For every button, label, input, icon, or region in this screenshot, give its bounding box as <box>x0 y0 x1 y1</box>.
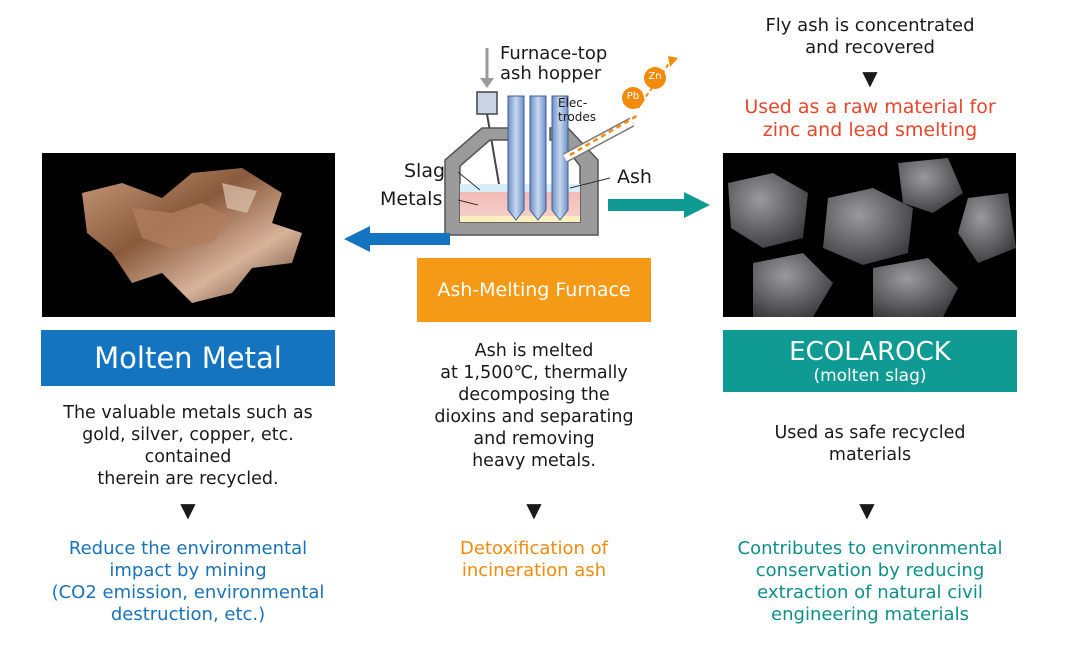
right-result-line: conservation by reducing <box>755 560 985 581</box>
electrodes-label-line2: trodes <box>558 110 596 124</box>
zn-ball <box>644 67 666 89</box>
left-desc-line: gold, silver, copper, etc. <box>82 425 294 445</box>
left-result-line: Reduce the environmental <box>68 538 308 559</box>
right-description: Used as safe recycled materials <box>710 422 1030 466</box>
right-desc-line: Used as safe recycled <box>774 423 966 443</box>
right-result-line: engineering materials <box>771 604 969 625</box>
center-desc-line: Ash is melted <box>474 341 594 361</box>
slag-label: Slag <box>404 160 446 182</box>
electrodes <box>507 95 569 221</box>
right-arrow-icon <box>608 192 710 218</box>
electrodes-label-line1: Elec- <box>558 96 588 110</box>
left-description: The valuable metals such as gold, silver… <box>28 402 348 490</box>
pb-label: Pb <box>626 91 640 102</box>
center-desc-line: heavy metals. <box>472 451 596 471</box>
ecolarock-photo <box>723 153 1016 317</box>
down-triangle-icon: ▼ <box>526 498 542 522</box>
down-triangle-icon: ▼ <box>180 498 196 522</box>
smelting-use-line2: zinc and lead smelting <box>762 119 978 141</box>
left-desc-line: therein are recycled. <box>97 469 279 489</box>
ecolarock-title: ECOLAROCK <box>789 337 951 367</box>
left-result-line: destruction, etc.) <box>110 604 266 625</box>
metal-bottom <box>460 216 580 222</box>
center-desc-line: at 1,500℃, thermally <box>440 363 628 383</box>
ash-label: Ash <box>617 166 652 188</box>
furnace-diagram <box>444 48 678 236</box>
ash-hopper <box>476 91 498 115</box>
left-result-line: impact by mining <box>109 560 267 581</box>
fly-ash-caption: Fly ash is concentrated and recovered <box>720 15 1020 59</box>
ecolarock-banner: ECOLAROCK (molten slag) <box>723 330 1017 392</box>
center-result-line: incineration ash <box>461 560 607 581</box>
center-description: Ash is melted at 1,500℃, thermally decom… <box>394 340 674 472</box>
molten-metal-banner: Molten Metal <box>41 330 335 386</box>
metals-label: Metals <box>380 188 443 210</box>
right-result: Contributes to environmental conservatio… <box>700 538 1040 626</box>
down-triangle-icon: ▼ <box>859 498 875 522</box>
left-arrow-icon <box>344 226 450 252</box>
center-desc-line: decomposing the <box>458 385 610 405</box>
ash-melting-furnace-banner: Ash-Melting Furnace <box>417 258 651 322</box>
fly-ash-caption-line2: and recovered <box>805 37 935 58</box>
left-result-line: (CO2 emission, environmental <box>51 582 325 603</box>
ecolarock-subtitle: (molten slag) <box>813 366 927 386</box>
right-result-line: Contributes to environmental <box>737 538 1003 559</box>
smelting-use-line1: Used as a raw material for <box>744 96 996 118</box>
center-result-line: Detoxification of <box>460 538 608 559</box>
left-result: Reduce the environmental impact by minin… <box>18 538 358 626</box>
center-desc-line: dioxins and separating <box>434 407 634 427</box>
ash-melting-furnace-title: Ash-Melting Furnace <box>437 279 631 301</box>
hopper-label-line2: ash hopper <box>500 63 602 84</box>
left-desc-line: contained <box>144 447 232 467</box>
hopper-label-line1: Furnace-top <box>500 43 608 64</box>
center-desc-line: and removing <box>473 429 595 449</box>
zn-label: Zn <box>648 71 662 82</box>
fly-ash-caption-line1: Fly ash is concentrated <box>765 15 975 36</box>
center-result: Detoxification of incineration ash <box>394 538 674 582</box>
smelting-use-caption: Used as a raw material for zinc and lead… <box>720 96 1020 142</box>
molten-metal-photo <box>42 153 335 317</box>
pb-ball <box>622 87 644 109</box>
down-triangle-icon: ▼ <box>862 66 878 90</box>
molten-metal-title: Molten Metal <box>94 341 282 375</box>
hopper-label: Furnace-top ash hopper <box>500 44 607 84</box>
electrodes-label: Elec- trodes <box>558 96 596 124</box>
right-result-line: extraction of natural civil <box>757 582 983 603</box>
right-desc-line: materials <box>828 445 912 465</box>
left-desc-line: The valuable metals such as <box>63 403 313 423</box>
